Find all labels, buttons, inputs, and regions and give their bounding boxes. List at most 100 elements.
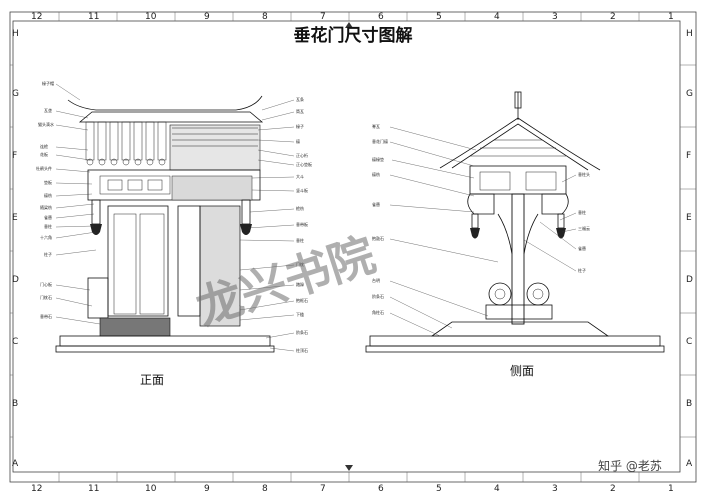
front-door-frame	[107, 205, 169, 317]
side-drum-stone-right	[526, 282, 550, 306]
front-hanging-pendant-right	[240, 224, 252, 235]
grid-col-label: 4	[494, 484, 500, 494]
callout-label: 垂带石	[40, 313, 52, 319]
callout-label: 抱鼓石	[372, 235, 384, 241]
side-main-column	[511, 193, 525, 325]
front-view-drawing	[55, 95, 275, 353]
callout-label: 檩枋	[372, 171, 380, 177]
callout-label: 门枕石	[40, 294, 52, 300]
center-mark-bottom	[345, 465, 353, 471]
grid-col-label: 10	[145, 484, 157, 494]
side-drum-stone-left	[488, 282, 512, 306]
callout-label: 下槛	[296, 311, 304, 317]
border-ticks	[10, 12, 696, 482]
grid-col-label: 2	[610, 12, 616, 22]
callout-label: 垂柱	[578, 209, 586, 215]
callout-label: 雀替	[372, 201, 380, 207]
callout-label: 垂柱	[296, 237, 304, 243]
front-hanging-column-right	[241, 199, 251, 225]
grid-col-label: 1	[668, 484, 674, 494]
front-threshold-stone	[99, 317, 171, 337]
side-pendant-right	[556, 228, 566, 239]
callout-label: 雀替	[44, 214, 52, 220]
grid-row-label: B	[12, 399, 18, 409]
grid-row-label: F	[686, 151, 691, 161]
front-wall-section	[199, 205, 241, 327]
callout-label: 瓦条	[296, 96, 304, 102]
front-right-post	[177, 205, 201, 317]
callout-label: 台明	[372, 277, 380, 283]
grid-row-label: A	[12, 459, 19, 469]
front-platform	[59, 335, 271, 347]
grid-row-label: G	[686, 89, 693, 99]
callout-label: 花板	[40, 151, 48, 157]
side-view-label: 侧面	[510, 364, 534, 378]
front-door-leaf-right	[139, 213, 165, 315]
callout-label: 柱子	[44, 251, 52, 257]
outer-border	[9, 11, 697, 483]
grid-col-label: 2	[610, 484, 616, 494]
callout-label: 椽子帽	[42, 80, 54, 86]
callout-label: 大斗	[296, 173, 304, 179]
grid-column-labels-bottom: 12 11 10 9 8 7 6 5 4 3 2 1	[31, 484, 674, 494]
side-base	[365, 345, 665, 353]
callout-label: 垂柱	[44, 223, 52, 229]
callout-label: 垂带板	[296, 221, 308, 227]
grid-col-label: 11	[88, 12, 99, 22]
front-hanging-column-left	[91, 199, 101, 225]
callout-label: 随梁枋	[40, 204, 52, 210]
callout-label: 瓦垄	[44, 107, 52, 113]
callout-label: 垂柱头	[578, 171, 590, 177]
grid-col-label: 5	[436, 12, 442, 22]
callout-label: 正心桁	[296, 152, 308, 158]
inner-border	[12, 20, 681, 473]
side-callouts-right: 垂柱头 垂柱 三福云 雀替 柱子	[523, 171, 590, 273]
callout-label: 三福云	[578, 225, 590, 231]
front-view-label: 正面	[140, 373, 164, 387]
front-roof-rafters	[172, 127, 258, 147]
grid-row-label: D	[12, 275, 19, 285]
front-roof-tiles	[85, 121, 167, 166]
grid-row-labels-left: H G F E D C B A	[12, 29, 19, 469]
grid-row-label: A	[686, 459, 693, 469]
side-brace-left	[497, 213, 513, 255]
grid-row-label: G	[12, 89, 19, 99]
side-drum-base	[485, 304, 553, 320]
callout-label: 檩枋	[44, 192, 52, 198]
side-view-drawing	[365, 91, 665, 353]
callout-label: 门心板	[40, 281, 52, 287]
front-door-leaf-left	[113, 213, 137, 315]
side-roof-inner	[451, 123, 589, 171]
side-roof-rafters	[470, 139, 566, 157]
front-section-lintel	[171, 175, 253, 201]
grid-col-label: 3	[552, 12, 558, 22]
callout-label: 檩	[296, 138, 300, 144]
grid-col-label: 1	[668, 12, 674, 22]
callout-label: 阶条石	[296, 329, 308, 335]
grid-col-label: 3	[552, 484, 558, 494]
grid-row-label: E	[12, 213, 18, 223]
side-roof-outline	[439, 117, 601, 171]
grid-col-label: 6	[378, 484, 384, 494]
callout-label: 柱子	[578, 267, 586, 273]
drawing-title: 垂花门尺寸图解	[294, 25, 413, 46]
callout-label: 垂花门檩	[372, 138, 388, 144]
grid-col-label: 9	[204, 12, 210, 22]
callout-label: 柱顶石	[296, 347, 308, 353]
front-door-pier	[87, 277, 109, 319]
grid-row-labels-right: H G F E D C B A	[686, 29, 693, 469]
side-pendant-left	[470, 228, 480, 239]
callout-label: 踏跺	[296, 281, 304, 287]
callout-label: 脊瓦	[372, 123, 380, 129]
callout-label: 正心垫板	[296, 161, 312, 167]
grid-col-label: 6	[378, 12, 384, 22]
grid-row-label: C	[686, 337, 692, 347]
grid-row-label: E	[686, 213, 692, 223]
grid-row-label: D	[686, 275, 693, 285]
grid-col-label: 12	[31, 12, 42, 22]
side-brace-right	[523, 213, 539, 255]
side-callouts-left: 脊瓦 垂花门檩 檩椽垫 檩枋 雀替 抱鼓石 台明 阶条石 角柱石	[372, 123, 499, 337]
grid-col-label: 11	[88, 484, 99, 494]
grid-row-label: H	[686, 29, 693, 39]
